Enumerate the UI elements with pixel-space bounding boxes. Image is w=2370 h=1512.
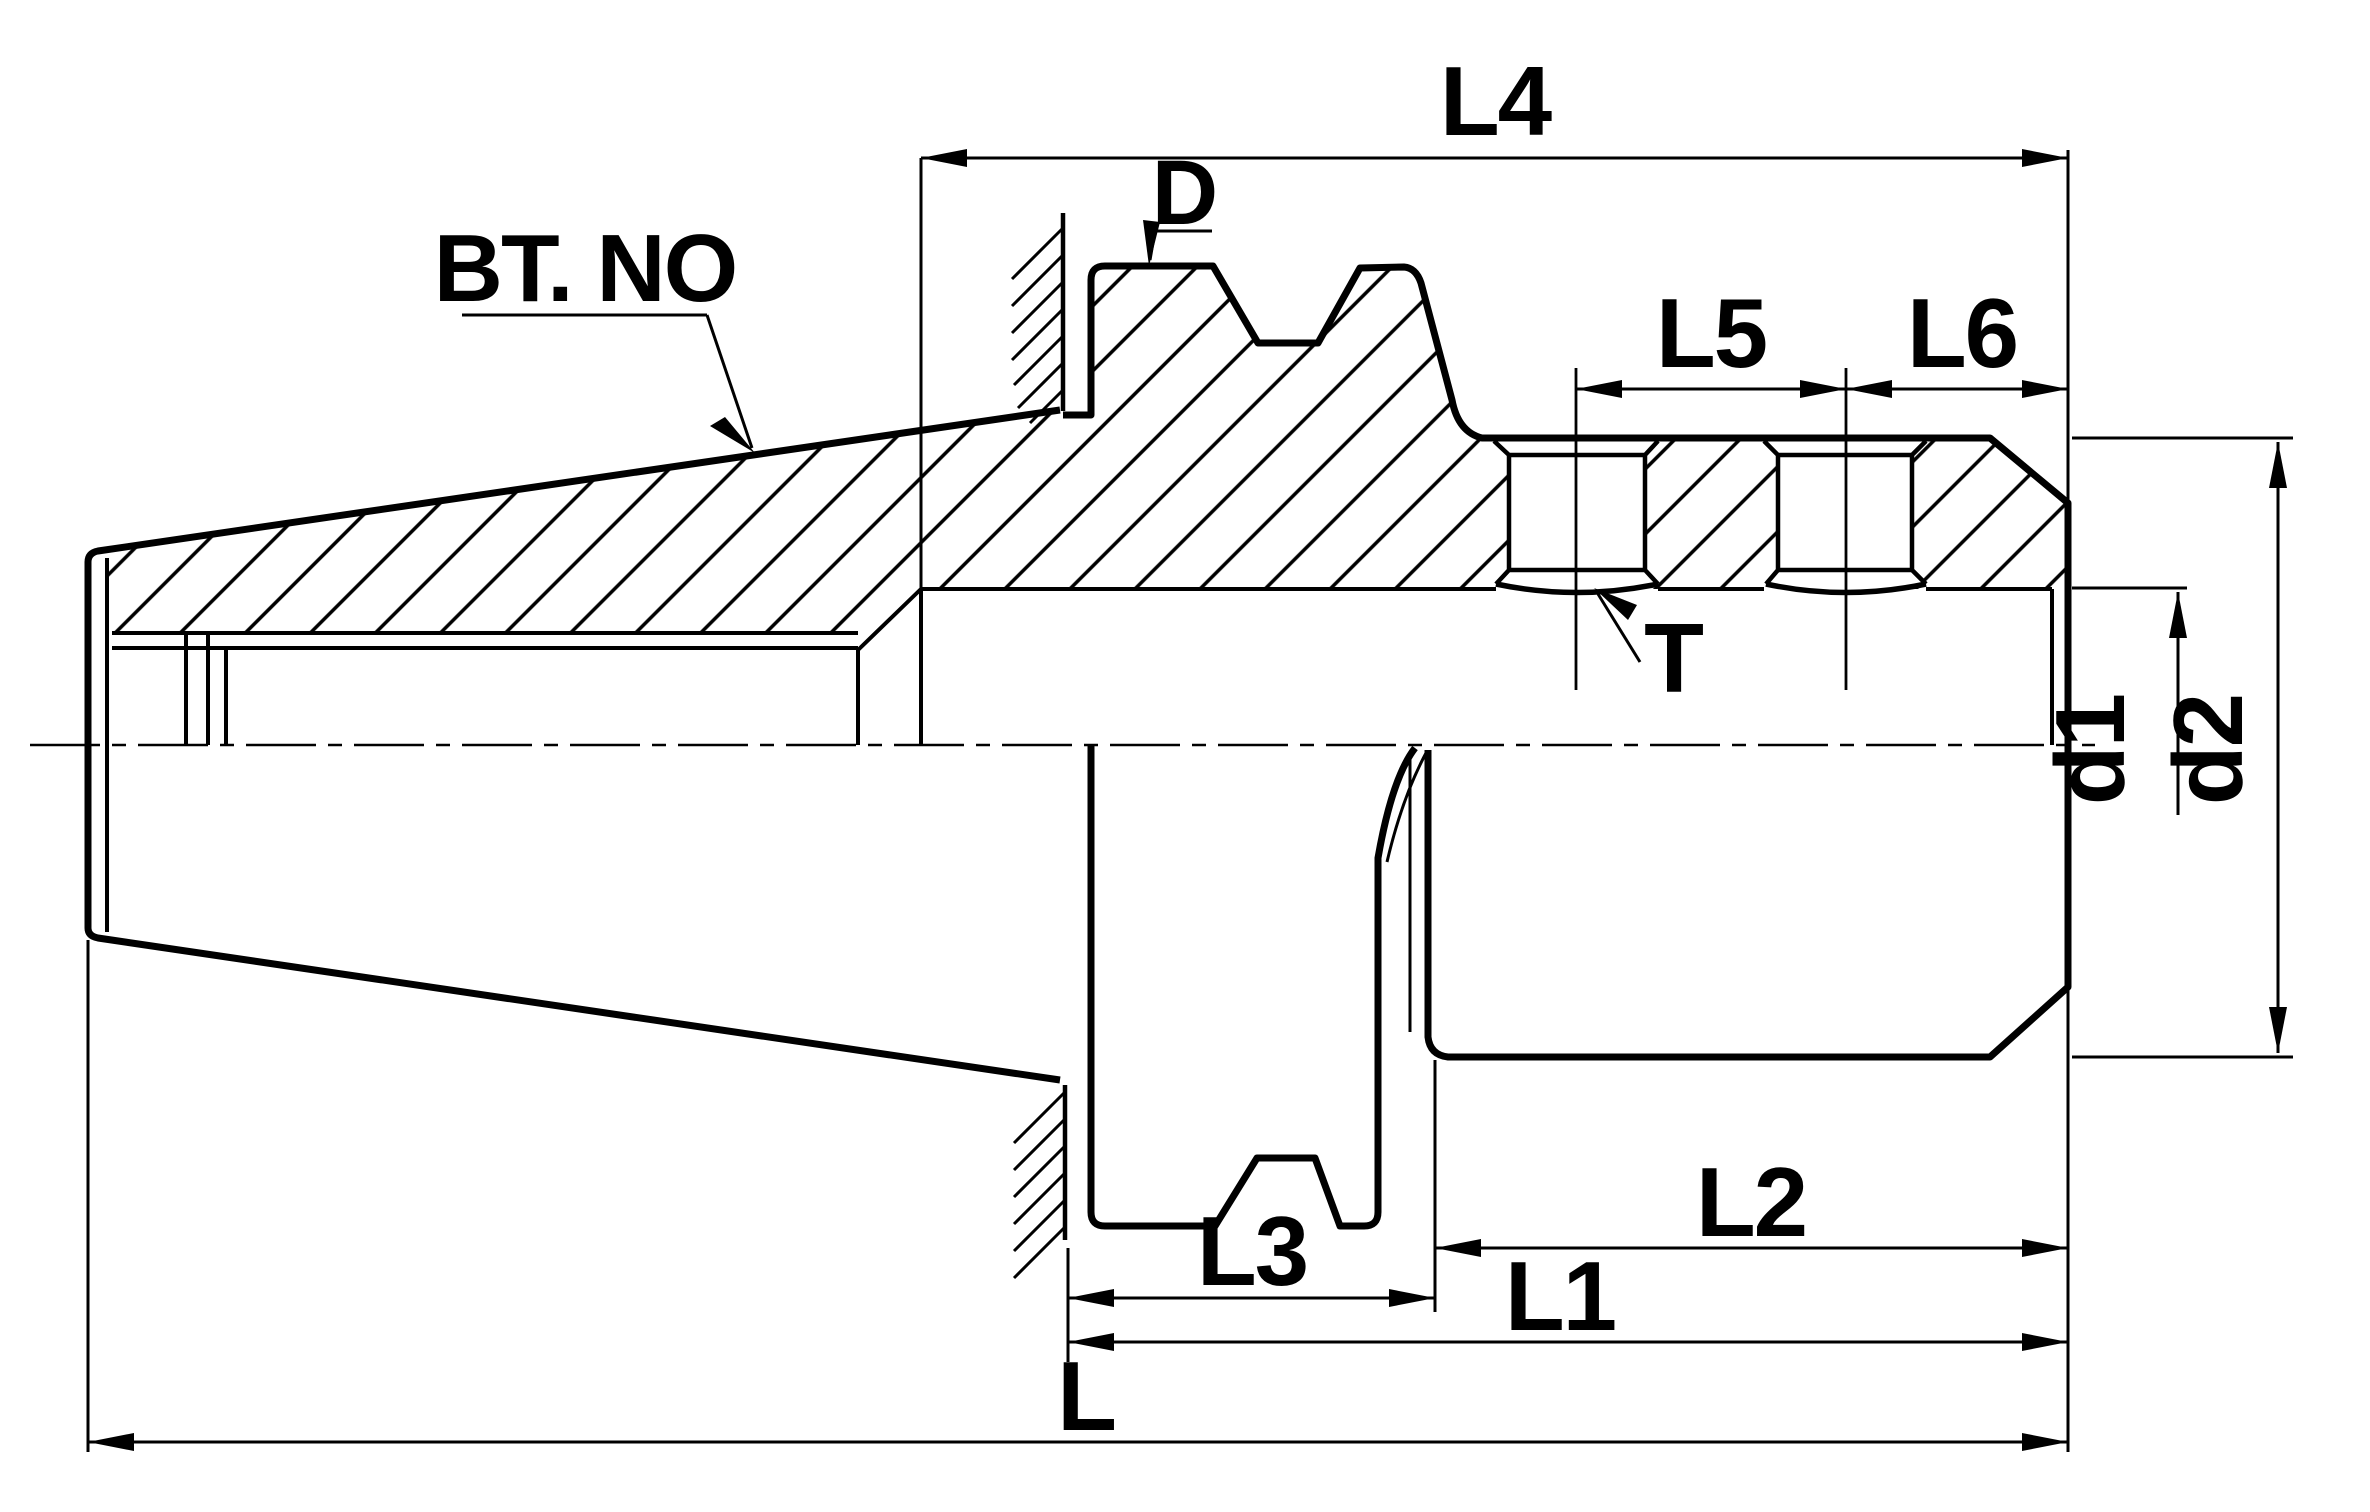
dim-L3-label: L3 xyxy=(1197,1196,1307,1306)
leader-T: T xyxy=(1594,588,1705,713)
arrow-down-icon xyxy=(2269,1007,2287,1053)
spindle-wall xyxy=(1010,213,1068,1280)
dim-L-label: L xyxy=(1057,1341,1115,1451)
arrow-right-icon xyxy=(2022,149,2068,167)
dim-L2: L2 xyxy=(1435,990,2070,1452)
dim-d2: d2 xyxy=(2072,436,2293,1059)
arrow-left-icon xyxy=(1846,380,1892,398)
arrow-right-icon xyxy=(2022,380,2068,398)
arrow-left-icon xyxy=(88,1433,134,1451)
arrow-left-icon xyxy=(1576,380,1622,398)
dim-L4-label: L4 xyxy=(1440,46,1552,156)
dim-L4: L4 xyxy=(919,46,2070,589)
leader-BT-NO: BT. NO xyxy=(434,215,755,453)
arrow-right-icon xyxy=(1389,1289,1435,1307)
dim-d1: d1 xyxy=(2035,586,2187,815)
dim-L5-L6: L5 L6 xyxy=(1574,278,2068,690)
label-BT-NO: BT. NO xyxy=(434,215,737,322)
dim-L1-label: L1 xyxy=(1505,1241,1615,1351)
arrow-right-icon xyxy=(2022,1333,2068,1351)
label-D: D xyxy=(1152,142,1216,244)
flange-fillet-arc xyxy=(1385,752,1428,863)
arrow-left-icon xyxy=(1068,1333,1114,1351)
arrow-up-icon xyxy=(2269,442,2287,488)
arrow-up-icon xyxy=(2169,592,2187,638)
wall-hatch-ticks-top xyxy=(1010,226,1065,425)
arrow-up-left-icon xyxy=(1594,588,1637,620)
arrow-right-icon xyxy=(1800,380,1846,398)
arrow-left-icon xyxy=(1068,1289,1114,1307)
v-groove-flange-outline xyxy=(1087,745,1418,1230)
dim-d1-label: d1 xyxy=(2035,695,2145,805)
leader-D: D xyxy=(1143,142,1218,266)
internal-bore-lines xyxy=(112,587,2054,745)
dim-L6-label: L6 xyxy=(1907,278,2017,388)
dim-L1: L1 xyxy=(1068,1241,2068,1351)
dim-L2-label: L2 xyxy=(1696,1147,1806,1257)
flange-body-outline xyxy=(1063,262,2072,1061)
wall-hatch-ticks-bottom xyxy=(1012,1090,1067,1280)
arrow-left-icon xyxy=(1435,1239,1481,1257)
arrow-left-icon xyxy=(921,149,967,167)
label-T: T xyxy=(1644,603,1703,713)
dim-d2-label: d2 xyxy=(2153,695,2263,805)
arrow-right-icon xyxy=(2022,1239,2068,1257)
dim-L: L xyxy=(86,940,2068,1452)
taper-shank-outline xyxy=(84,406,1061,1084)
arrow-down-icon xyxy=(1143,220,1160,266)
dim-L5-label: L5 xyxy=(1656,278,1766,388)
arrow-down-right-icon xyxy=(710,417,755,453)
arrow-right-icon xyxy=(2022,1433,2068,1451)
